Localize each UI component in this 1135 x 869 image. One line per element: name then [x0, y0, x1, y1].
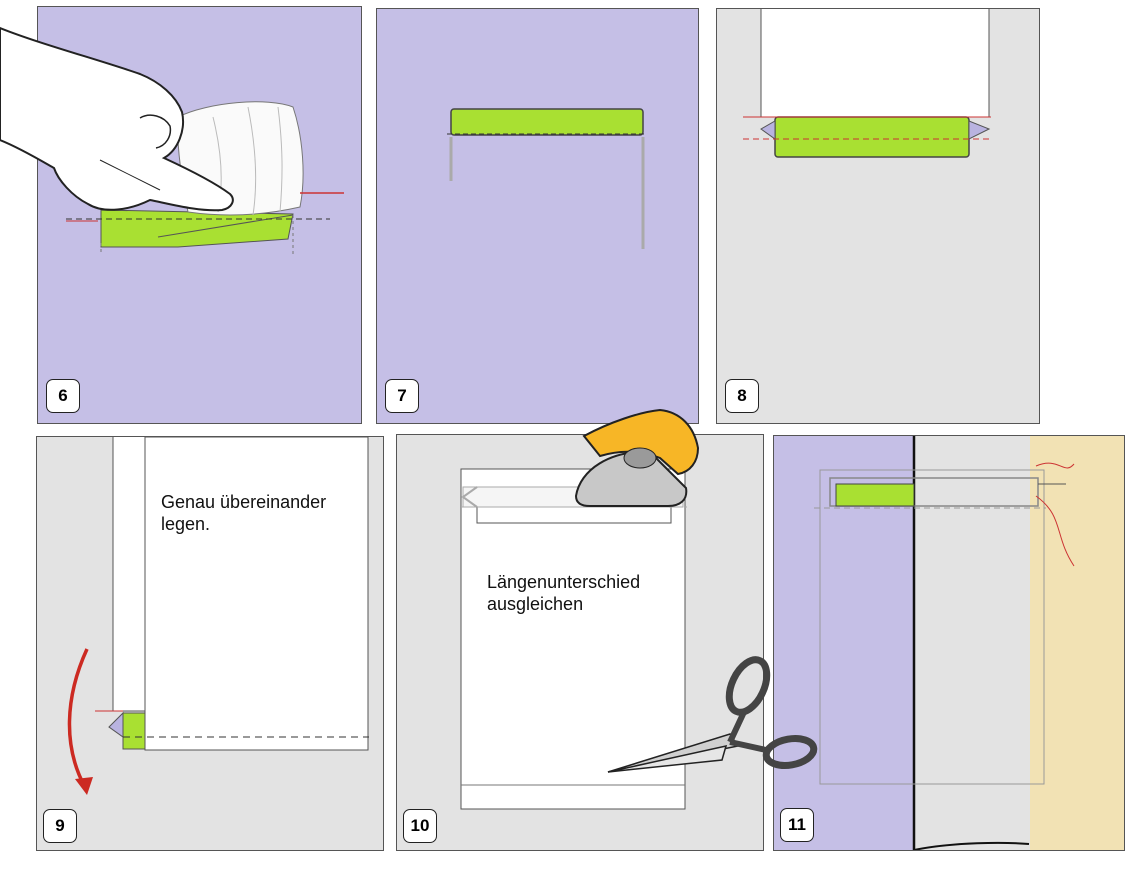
- step-number-badge: 11: [780, 808, 814, 842]
- white-fabric: [460, 468, 686, 810]
- white-fabric: [760, 9, 990, 118]
- step-number-badge: 6: [46, 379, 80, 413]
- iron-icon: [574, 408, 700, 507]
- step-number-badge: 7: [385, 379, 419, 413]
- panel-step-7: 7: [376, 8, 699, 424]
- panel-8-drawing: [743, 9, 993, 158]
- panel-step-8: 8: [716, 8, 1040, 424]
- back-fabric-layer: [112, 437, 148, 712]
- instruction-caption: Längenunterschied ausgleichen: [487, 572, 641, 614]
- step-number-badge: 10: [403, 809, 437, 843]
- panel-7-drawing: [447, 108, 647, 249]
- scissors-icon: [607, 656, 818, 773]
- panel-9-drawing: [67, 437, 369, 795]
- lime-strip: [450, 108, 644, 136]
- panel-step-11: 11: [773, 435, 1125, 851]
- curved-arrow-icon: [67, 648, 89, 788]
- lime-strip: [835, 483, 915, 507]
- step-number-badge: 8: [725, 379, 759, 413]
- panel-11-drawing: [774, 436, 1124, 850]
- hand-icon: [0, 26, 234, 212]
- panel-step-10: Längenunterschied ausgleichen 10: [396, 434, 764, 851]
- white-fabric: [144, 437, 369, 751]
- instruction-caption: Genau übereinander legen.: [161, 492, 327, 534]
- step-number-badge: 9: [43, 809, 77, 843]
- panel-step-9: Genau übereinander legen. 9: [36, 436, 384, 851]
- panel-10-drawing: [460, 468, 687, 810]
